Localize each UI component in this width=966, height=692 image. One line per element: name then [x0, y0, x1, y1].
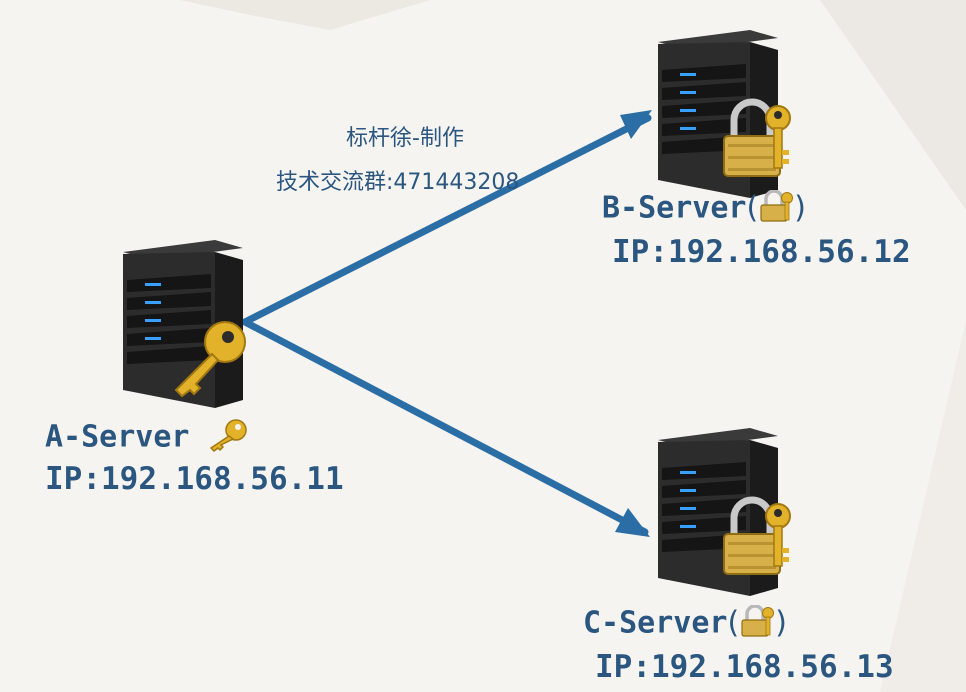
server-c-ip: IP:192.168.56.13 — [595, 649, 894, 685]
background-facet — [180, 0, 430, 30]
server-b-icon — [650, 30, 800, 205]
server-c-name-text: C-Server — [583, 605, 728, 641]
server-a-name: A-Server — [45, 418, 250, 458]
arrow-a-to-b — [241, 114, 652, 326]
server-b-name-text: B-Server — [602, 190, 747, 226]
arrow-a-to-c — [241, 318, 649, 536]
paren-close: ) — [775, 605, 787, 641]
server-a-ip: IP:192.168.56.11 — [45, 461, 344, 497]
paren-open: ( — [746, 190, 759, 226]
padlock-key-icon — [758, 189, 794, 228]
server-c-icon — [650, 428, 800, 603]
key-icon — [174, 321, 246, 398]
caption-line-1: 标杆徐-制作 — [346, 126, 464, 151]
arrowhead-c — [615, 508, 650, 537]
server-b-ip: IP:192.168.56.12 — [612, 234, 911, 270]
padlock-key-icon — [723, 98, 791, 177]
server-c-name: C-Server( ) — [583, 604, 787, 643]
server-b-name: B-Server( ) — [602, 189, 806, 228]
padlock-key-icon — [739, 604, 775, 643]
server-a-icon — [115, 240, 250, 410]
background-facet — [880, 320, 966, 692]
background-facet — [820, 0, 966, 210]
padlock-key-icon — [723, 496, 791, 575]
caption-line-2: 技术交流群:471443208 — [276, 170, 520, 195]
paren-close: ) — [794, 190, 806, 226]
server-a-name-text: A-Server — [45, 419, 190, 455]
key-icon — [208, 418, 250, 458]
paren-open: ( — [727, 605, 740, 641]
arrowhead-b — [620, 110, 652, 139]
